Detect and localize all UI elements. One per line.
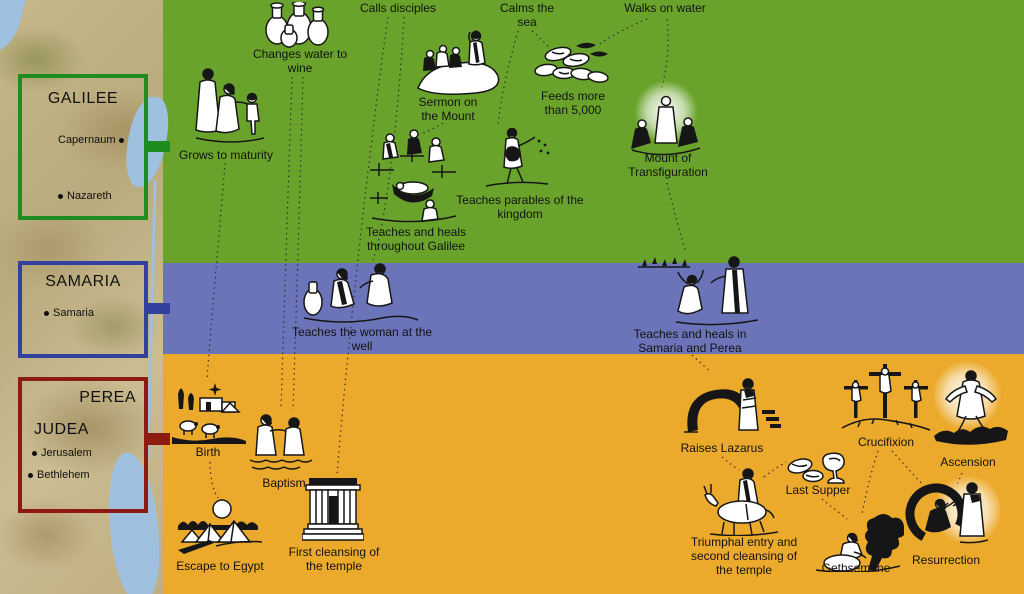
event-escape-to-egypt: Escape to Egypt [176,559,264,573]
galilee-map-box: GALILEE Capernaum Nazareth [18,74,148,220]
healing-leper-icon [636,254,764,328]
event-baptism: Baptism [262,476,306,490]
event-crucifixion: Crucifixion [857,435,914,449]
well-conversation-icon [300,262,422,324]
event-raises-lazarus: Raises Lazarus [680,441,764,455]
empty-tomb-icon [900,476,992,554]
transfiguration-icon [628,94,704,156]
tomb-arch-icon [682,372,782,440]
capernaum-dot [119,137,125,143]
holy-family-icon [190,66,270,148]
sermon-mount-icon [412,26,504,98]
ascension-icon [930,366,1012,450]
event-woman-at-the-well: Teaches the woman at the well [291,325,433,353]
bread-cup-icon [782,450,852,486]
baptism-icon [248,410,316,476]
perea-title: PEREA [79,389,136,406]
nazareth-dot [58,193,63,199]
water-jars-icon [263,2,331,48]
event-triumphal-entry: Triumphal entry and second cleansing of … [690,535,798,577]
event-sermon-on-the-mount: Sermon on the Mount [418,95,478,123]
city-nazareth: Nazareth [58,190,112,202]
event-grows-to-maturity: Grows to maturity [178,148,274,162]
sower-icon [478,126,554,190]
bethlehem-icon [172,382,246,444]
event-gethsemane: Gethsemane [821,561,891,575]
event-mount-of-transfiguration: Mount of Transfiguration [628,151,708,179]
temple-icon [302,477,364,545]
judea-band-connector [144,433,170,445]
event-walks-on-water: Walks on water [624,1,706,15]
jerusalem-dot [32,450,37,456]
galilee-title: GALILEE [47,90,119,107]
event-resurrection: Resurrection [911,553,981,567]
event-feeds-more-than-5000: Feeds more than 5,000 [540,89,606,117]
city-bethlehem: Bethlehem [28,469,90,481]
samaria-map-box: SAMARIA Samaria [18,261,148,358]
praying-tree-icon [812,512,904,572]
samaria-dot [44,310,49,316]
event-changes-water-to-wine: Changes water to wine [252,47,348,75]
city-samaria: Samaria [44,307,94,319]
event-calms-the-sea: Calms the sea [499,1,555,29]
event-teaches-heals-samaria-perea: Teaches and heals in Samaria and Perea [633,327,747,355]
city-jerusalem: Jerusalem [32,447,92,459]
judea-perea-map-box: PEREA JUDEA Jerusalem Bethlehem [18,377,148,513]
event-teaches-heals-galilee: Teaches and heals throughout Galilee [365,225,467,253]
event-first-cleansing: First cleansing of the temple [288,545,380,573]
galilee-band-connector [144,141,170,152]
loaves-fishes-icon [532,40,612,88]
bethlehem-dot [28,472,33,478]
donkey-rider-icon [700,466,784,536]
city-capernaum: Capernaum [58,134,125,146]
event-last-supper: Last Supper [785,483,851,497]
coastline-water [0,0,27,55]
event-ascension: Ascension [940,455,996,469]
event-calls-disciples: Calls disciples [359,1,437,15]
event-teaches-parables: Teaches parables of the kingdom [456,193,584,221]
judea-title: JUDEA [34,421,89,438]
band-galilee [163,0,1024,263]
three-crosses-icon [838,362,934,434]
roof-healing-icon [366,126,462,224]
samaria-title: SAMARIA [45,273,121,290]
event-birth: Birth [195,445,221,459]
samaria-band-connector [144,303,170,314]
pyramids-icon [176,498,264,556]
region-map: GALILEE Capernaum Nazareth SAMARIA Samar… [0,0,173,594]
